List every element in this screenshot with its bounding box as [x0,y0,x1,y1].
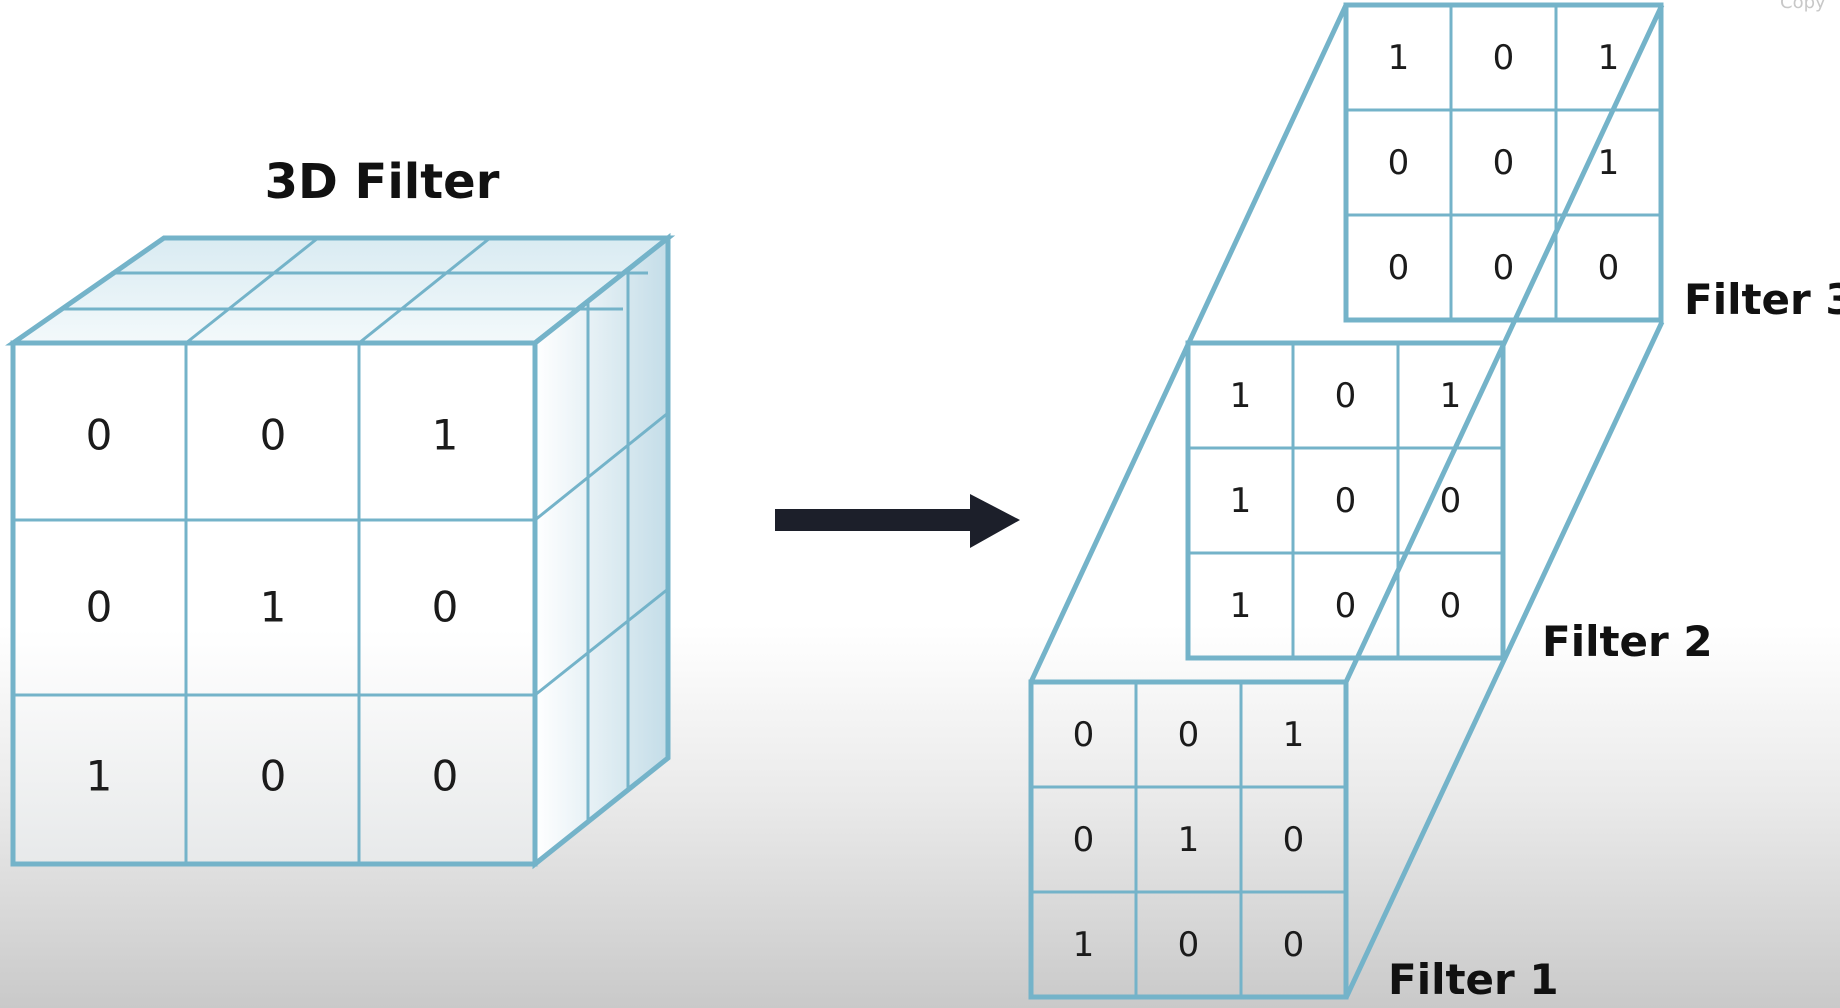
filter-cell: 0 [1335,586,1357,626]
filter-cell: 0 [1493,38,1515,78]
cube-side-face [532,232,671,870]
filter-cell: 0 [1283,925,1305,965]
filter-cell: 0 [1178,715,1200,755]
filter-cell: 0 [1178,925,1200,965]
filter-cell: 1 [1230,586,1252,626]
watermark: Copy [1780,0,1826,13]
filter-cell: 1 [1283,715,1305,755]
cube-title: 3D Filter [265,154,500,210]
filter-2-label: Filter 2 [1542,617,1713,666]
filter-cell: 0 [1493,143,1515,183]
filter-border [1343,2,1664,323]
filter-3-label: Filter 3 [1684,275,1840,324]
filter-cell: 0 [1598,248,1620,288]
cube-cell: 0 [86,411,113,460]
filter-cell: 0 [1335,376,1357,416]
filter-cell: 0 [1440,481,1462,521]
filter-3-panel: 1 0 1 0 0 1 0 0 0 [1343,2,1664,323]
filter-cell: 0 [1440,586,1462,626]
filter-cell: 1 [1073,925,1095,965]
cube-cell: 1 [260,583,287,632]
filter-1-panel: 0 0 1 0 1 0 1 0 0 [1028,679,1349,1000]
cube-cell: 0 [432,583,459,632]
filter-cell: 0 [1283,820,1305,860]
filter-cell: 1 [1440,376,1462,416]
filter-cell: 1 [1178,820,1200,860]
filter-cell: 0 [1388,143,1410,183]
cube-grid-lines [13,236,669,864]
cube-values: 0 0 1 0 1 0 1 0 0 [86,411,459,801]
filter-border [1028,679,1349,1000]
filter-cell: 1 [1598,143,1620,183]
filter-cell: 0 [1493,248,1515,288]
cube-cell: 0 [432,752,459,801]
cube-3d: 0 0 1 0 1 0 1 0 0 3D Filter [5,154,676,870]
cube-cell: 1 [86,752,113,801]
filter-2-panel: 1 0 1 1 0 0 1 0 0 [1185,340,1506,661]
filter-cell: 0 [1073,820,1095,860]
filter-1-label: Filter 1 [1388,955,1559,1004]
filter-border [1185,340,1506,661]
arrow-icon [775,494,1020,548]
stack-connector-lines [1028,3,1665,1000]
filter-cell: 0 [1388,248,1410,288]
filter-cell: 0 [1335,481,1357,521]
cube-cell: 0 [86,583,113,632]
cube-cell: 0 [260,752,287,801]
filter-cell: 1 [1230,481,1252,521]
filter-cell: 0 [1073,715,1095,755]
cube-cell: 0 [260,411,287,460]
filter-cell: 1 [1388,38,1410,78]
filter-cell: 1 [1230,376,1252,416]
cube-cell: 1 [432,411,459,460]
cube-front-face [10,340,538,867]
filter-stack: 1 0 1 0 0 1 0 0 0 1 0 1 1 0 0 1 0 0 0 0 1 0 1 0 1 0 0 Filter 3 Fil… [1028,2,1840,1004]
filter-cell: 1 [1598,38,1620,78]
